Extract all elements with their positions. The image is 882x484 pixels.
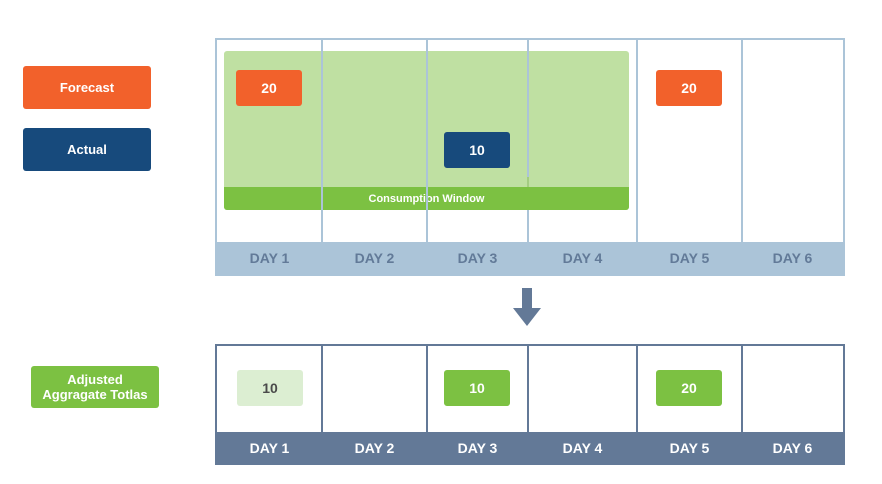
day-label: DAY 4 (562, 439, 603, 456)
day-label: DAY 1 (249, 250, 290, 266)
forecast-box-day5: 20 (656, 70, 722, 106)
adjusted-value: 10 (262, 380, 278, 396)
day-divider (426, 346, 428, 434)
legend-actual-label: Actual (67, 142, 107, 157)
adjusted-value: 10 (469, 380, 485, 396)
day-label: DAY 6 (772, 250, 813, 266)
day-label: DAY 3 (457, 250, 498, 266)
day-label: DAY 6 (772, 439, 813, 456)
day-divider (321, 40, 323, 244)
day-divider (636, 346, 638, 434)
day-divider (426, 40, 428, 244)
day-divider (527, 346, 529, 434)
arrow-down-icon (513, 288, 541, 326)
legend-actual: Actual (23, 128, 151, 171)
forecast-actual-panel: Consumption Window 20 10 20 DAY 1 DAY 2 … (215, 38, 845, 276)
day-label: DAY 1 (249, 439, 290, 456)
day-label: DAY 3 (457, 439, 498, 456)
day-divider (741, 346, 743, 434)
forecast-value: 20 (261, 80, 277, 96)
forecast-box-day1: 20 (236, 70, 302, 106)
legend-adjusted-line1: Adjusted (67, 372, 123, 387)
day-axis-bottom: DAY 1 DAY 2 DAY 3 DAY 4 DAY 5 DAY 6 (217, 432, 843, 463)
day-divider (321, 346, 323, 434)
adjusted-box-day5: 20 (656, 370, 722, 406)
day-label: DAY 5 (669, 250, 710, 266)
legend-forecast-label: Forecast (59, 80, 115, 95)
legend-adjusted-line2: Aggragate Totlas (42, 387, 148, 402)
actual-box-day3: 10 (444, 132, 510, 168)
day-divider (741, 40, 743, 244)
adjusted-box-day3: 10 (444, 370, 510, 406)
day-divider (527, 210, 529, 244)
day-divider (527, 40, 529, 177)
day-axis-top: DAY 1 DAY 2 DAY 3 DAY 4 DAY 5 DAY 6 (217, 242, 843, 274)
legend-forecast: Forecast (23, 66, 151, 109)
day-divider (636, 40, 638, 244)
day-label: DAY 2 (354, 250, 395, 266)
legend-adjusted: Adjusted Aggragate Totlas (31, 366, 159, 408)
adjusted-totals-panel: 10 10 20 DAY 1 DAY 2 DAY 3 DAY 4 DAY 5 D… (215, 344, 845, 465)
forecast-value: 20 (681, 80, 697, 96)
adjusted-value: 20 (681, 380, 697, 396)
adjusted-box-day1: 10 (237, 370, 303, 406)
actual-value: 10 (469, 142, 485, 158)
day-label: DAY 4 (562, 250, 603, 266)
day-label: DAY 2 (354, 439, 395, 456)
day-label: DAY 5 (669, 439, 710, 456)
